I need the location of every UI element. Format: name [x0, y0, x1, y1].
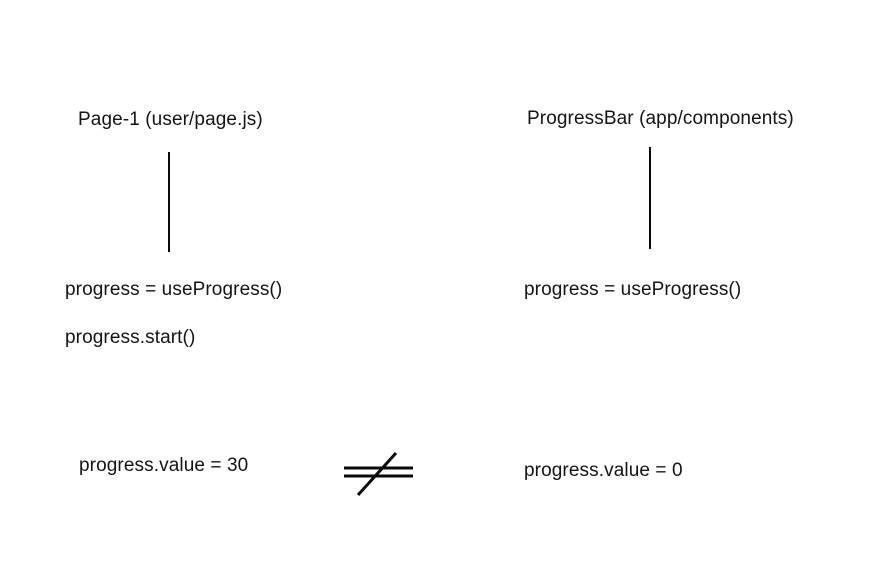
left-column-title: Page-1 (user/page.js) [78, 109, 263, 130]
right-progress-value: progress.value = 0 [524, 460, 683, 481]
not-equal-icon [344, 451, 413, 497]
left-statement-useprogress: progress = useProgress() [65, 279, 283, 300]
right-column-title: ProgressBar (app/components) [527, 108, 794, 129]
left-lifeline [168, 152, 170, 252]
right-lifeline [649, 147, 651, 249]
left-statement-start: progress.start() [65, 327, 196, 348]
left-progress-value: progress.value = 30 [79, 455, 249, 476]
right-statement-useprogress: progress = useProgress() [524, 279, 742, 300]
